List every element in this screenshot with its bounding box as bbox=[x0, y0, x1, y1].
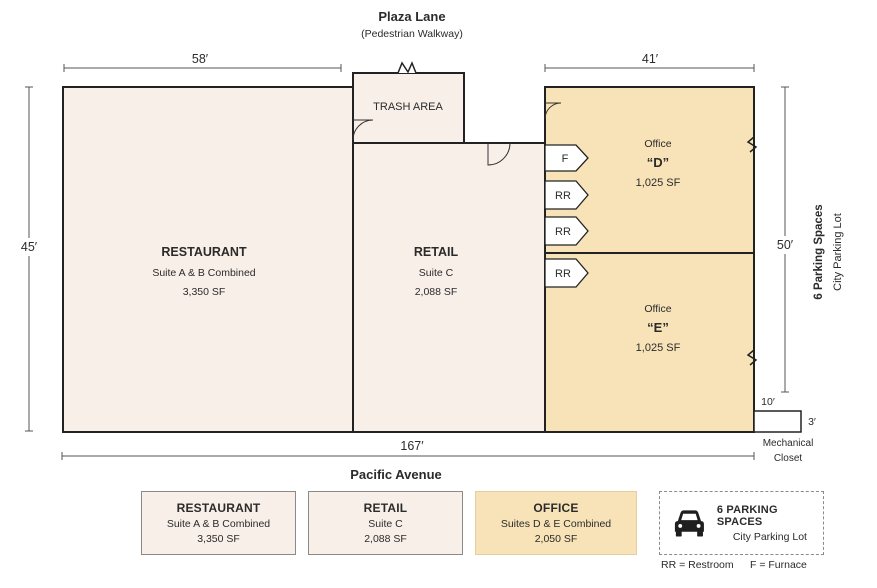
legend-retail-sub: Suite C bbox=[368, 518, 403, 530]
legend-retail: RETAIL Suite C 2,088 SF bbox=[308, 491, 463, 555]
total-length-dim: 167′ bbox=[400, 439, 424, 453]
office-d-name: Office bbox=[644, 138, 671, 150]
mech-label-line2: Closet bbox=[774, 453, 803, 464]
restaurant-suite: Suite A & B Combined bbox=[152, 267, 255, 279]
legend-restaurant-sub: Suite A & B Combined bbox=[166, 518, 271, 530]
top-street-name: Plaza Lane bbox=[378, 9, 445, 24]
car-icon bbox=[674, 510, 704, 537]
mech-label-line1: Mechanical bbox=[763, 438, 814, 449]
restaurant-area: 3,350 SF bbox=[183, 286, 226, 298]
dimension-lines bbox=[25, 64, 789, 460]
restaurant-width-dim: 58′ bbox=[192, 52, 209, 66]
legend-parking: 6 PARKING SPACES City Parking Lot bbox=[659, 491, 824, 555]
restroom-1-label: RR bbox=[555, 190, 571, 202]
trash-area-name: TRASH AREA bbox=[373, 101, 443, 113]
office-e-name: Office bbox=[644, 303, 671, 315]
mech-depth-dim: 3′ bbox=[808, 416, 816, 428]
office-e-letter: “E” bbox=[647, 320, 669, 335]
mechanical-closet bbox=[753, 410, 802, 433]
retail-suite: Suite C bbox=[419, 267, 454, 279]
top-street-note: (Pedestrian Walkway) bbox=[361, 28, 463, 40]
retail-room bbox=[352, 142, 546, 433]
building-height-dim: 45′ bbox=[21, 240, 38, 254]
legend-office: OFFICE Suites D & E Combined 2,050 SF bbox=[475, 491, 637, 555]
restaurant-room bbox=[62, 86, 354, 433]
restroom-1 bbox=[544, 180, 589, 210]
furnace-label: F bbox=[562, 153, 569, 165]
office-e-area: 1,025 SF bbox=[636, 342, 681, 354]
legend-office-area: 2,050 SF bbox=[534, 533, 578, 545]
parking-side-subtitle: City Parking Lot bbox=[832, 213, 844, 291]
footnote-furnace: F = Furnace bbox=[750, 559, 807, 571]
restroom-2-label: RR bbox=[555, 226, 571, 238]
trash-area-room bbox=[352, 72, 465, 144]
legend-retail-area: 2,088 SF bbox=[364, 533, 407, 545]
legend-office-sub: Suites D & E Combined bbox=[500, 518, 612, 530]
footnote-restroom: RR = Restroom bbox=[661, 559, 734, 571]
legend-restaurant-title: RESTAURANT bbox=[176, 501, 261, 515]
utility-rooms bbox=[544, 144, 589, 288]
restaurant-name: RESTAURANT bbox=[161, 245, 247, 259]
office-d-letter: “D” bbox=[647, 155, 669, 170]
parking-side-title: 6 Parking Spaces bbox=[813, 204, 825, 299]
office-height-dim: 50′ bbox=[777, 238, 794, 252]
restroom-3 bbox=[544, 258, 589, 288]
mech-width-dim: 10′ bbox=[761, 396, 775, 408]
office-width-dim: 41′ bbox=[642, 52, 659, 66]
legend-restaurant: RESTAURANT Suite A & B Combined 3,350 SF bbox=[141, 491, 296, 555]
legend-parking-sub: City Parking Lot bbox=[732, 530, 807, 543]
office-d-area: 1,025 SF bbox=[636, 177, 681, 189]
legend-restaurant-area: 3,350 SF bbox=[197, 533, 240, 545]
furnace-room bbox=[544, 144, 589, 172]
restroom-2 bbox=[544, 216, 589, 246]
retail-area: 2,088 SF bbox=[415, 286, 458, 298]
restroom-3-label: RR bbox=[555, 268, 571, 280]
legend-office-title: OFFICE bbox=[533, 501, 579, 515]
legend-retail-title: RETAIL bbox=[363, 501, 408, 515]
wall-break-markers bbox=[397, 61, 758, 366]
legend-parking-title: 6 PARKING SPACES bbox=[716, 503, 778, 528]
door-swings bbox=[352, 102, 562, 166]
retail-name: RETAIL bbox=[414, 245, 459, 259]
bottom-street-name: Pacific Avenue bbox=[350, 467, 442, 482]
